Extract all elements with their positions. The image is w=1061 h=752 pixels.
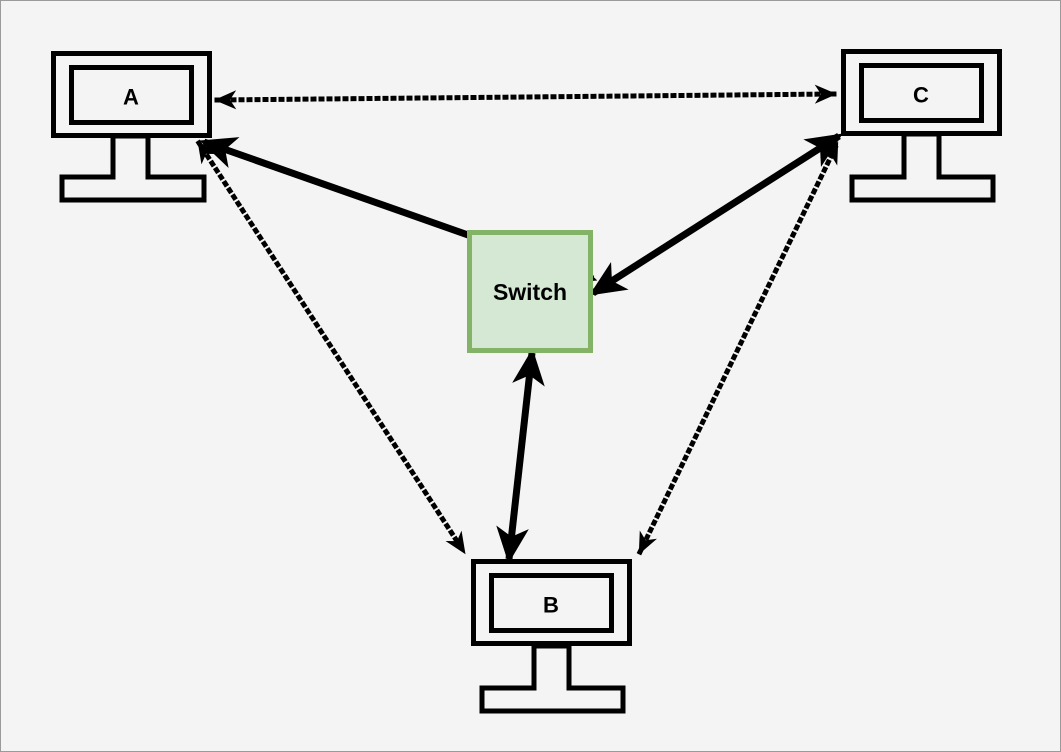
edge-host-b-host-c[interactable]	[636, 140, 841, 556]
edge-switch-host-c[interactable]	[589, 133, 843, 296]
host-c-label: C	[913, 83, 929, 108]
edge-host-a-host-b[interactable]	[195, 139, 468, 556]
host-a-stand	[59, 133, 207, 203]
host-c-screen	[859, 63, 984, 123]
host-b-stand	[479, 643, 626, 714]
host-b-screen	[489, 573, 614, 633]
edge-switch-host-b[interactable]	[496, 348, 545, 564]
edge-host-a-host-c[interactable]	[214, 84, 837, 110]
node-host-b[interactable]: B	[471, 559, 632, 714]
host-a-label: A	[123, 85, 139, 110]
node-host-c[interactable]: C	[841, 49, 1002, 203]
host-b-label: B	[543, 593, 559, 618]
host-c-stand	[849, 131, 996, 203]
node-host-a[interactable]: A	[51, 51, 212, 203]
switch-label: Switch	[493, 279, 567, 305]
node-switch[interactable]: Switch	[467, 230, 593, 353]
host-a-screen	[69, 65, 194, 125]
switch-box	[467, 230, 593, 353]
